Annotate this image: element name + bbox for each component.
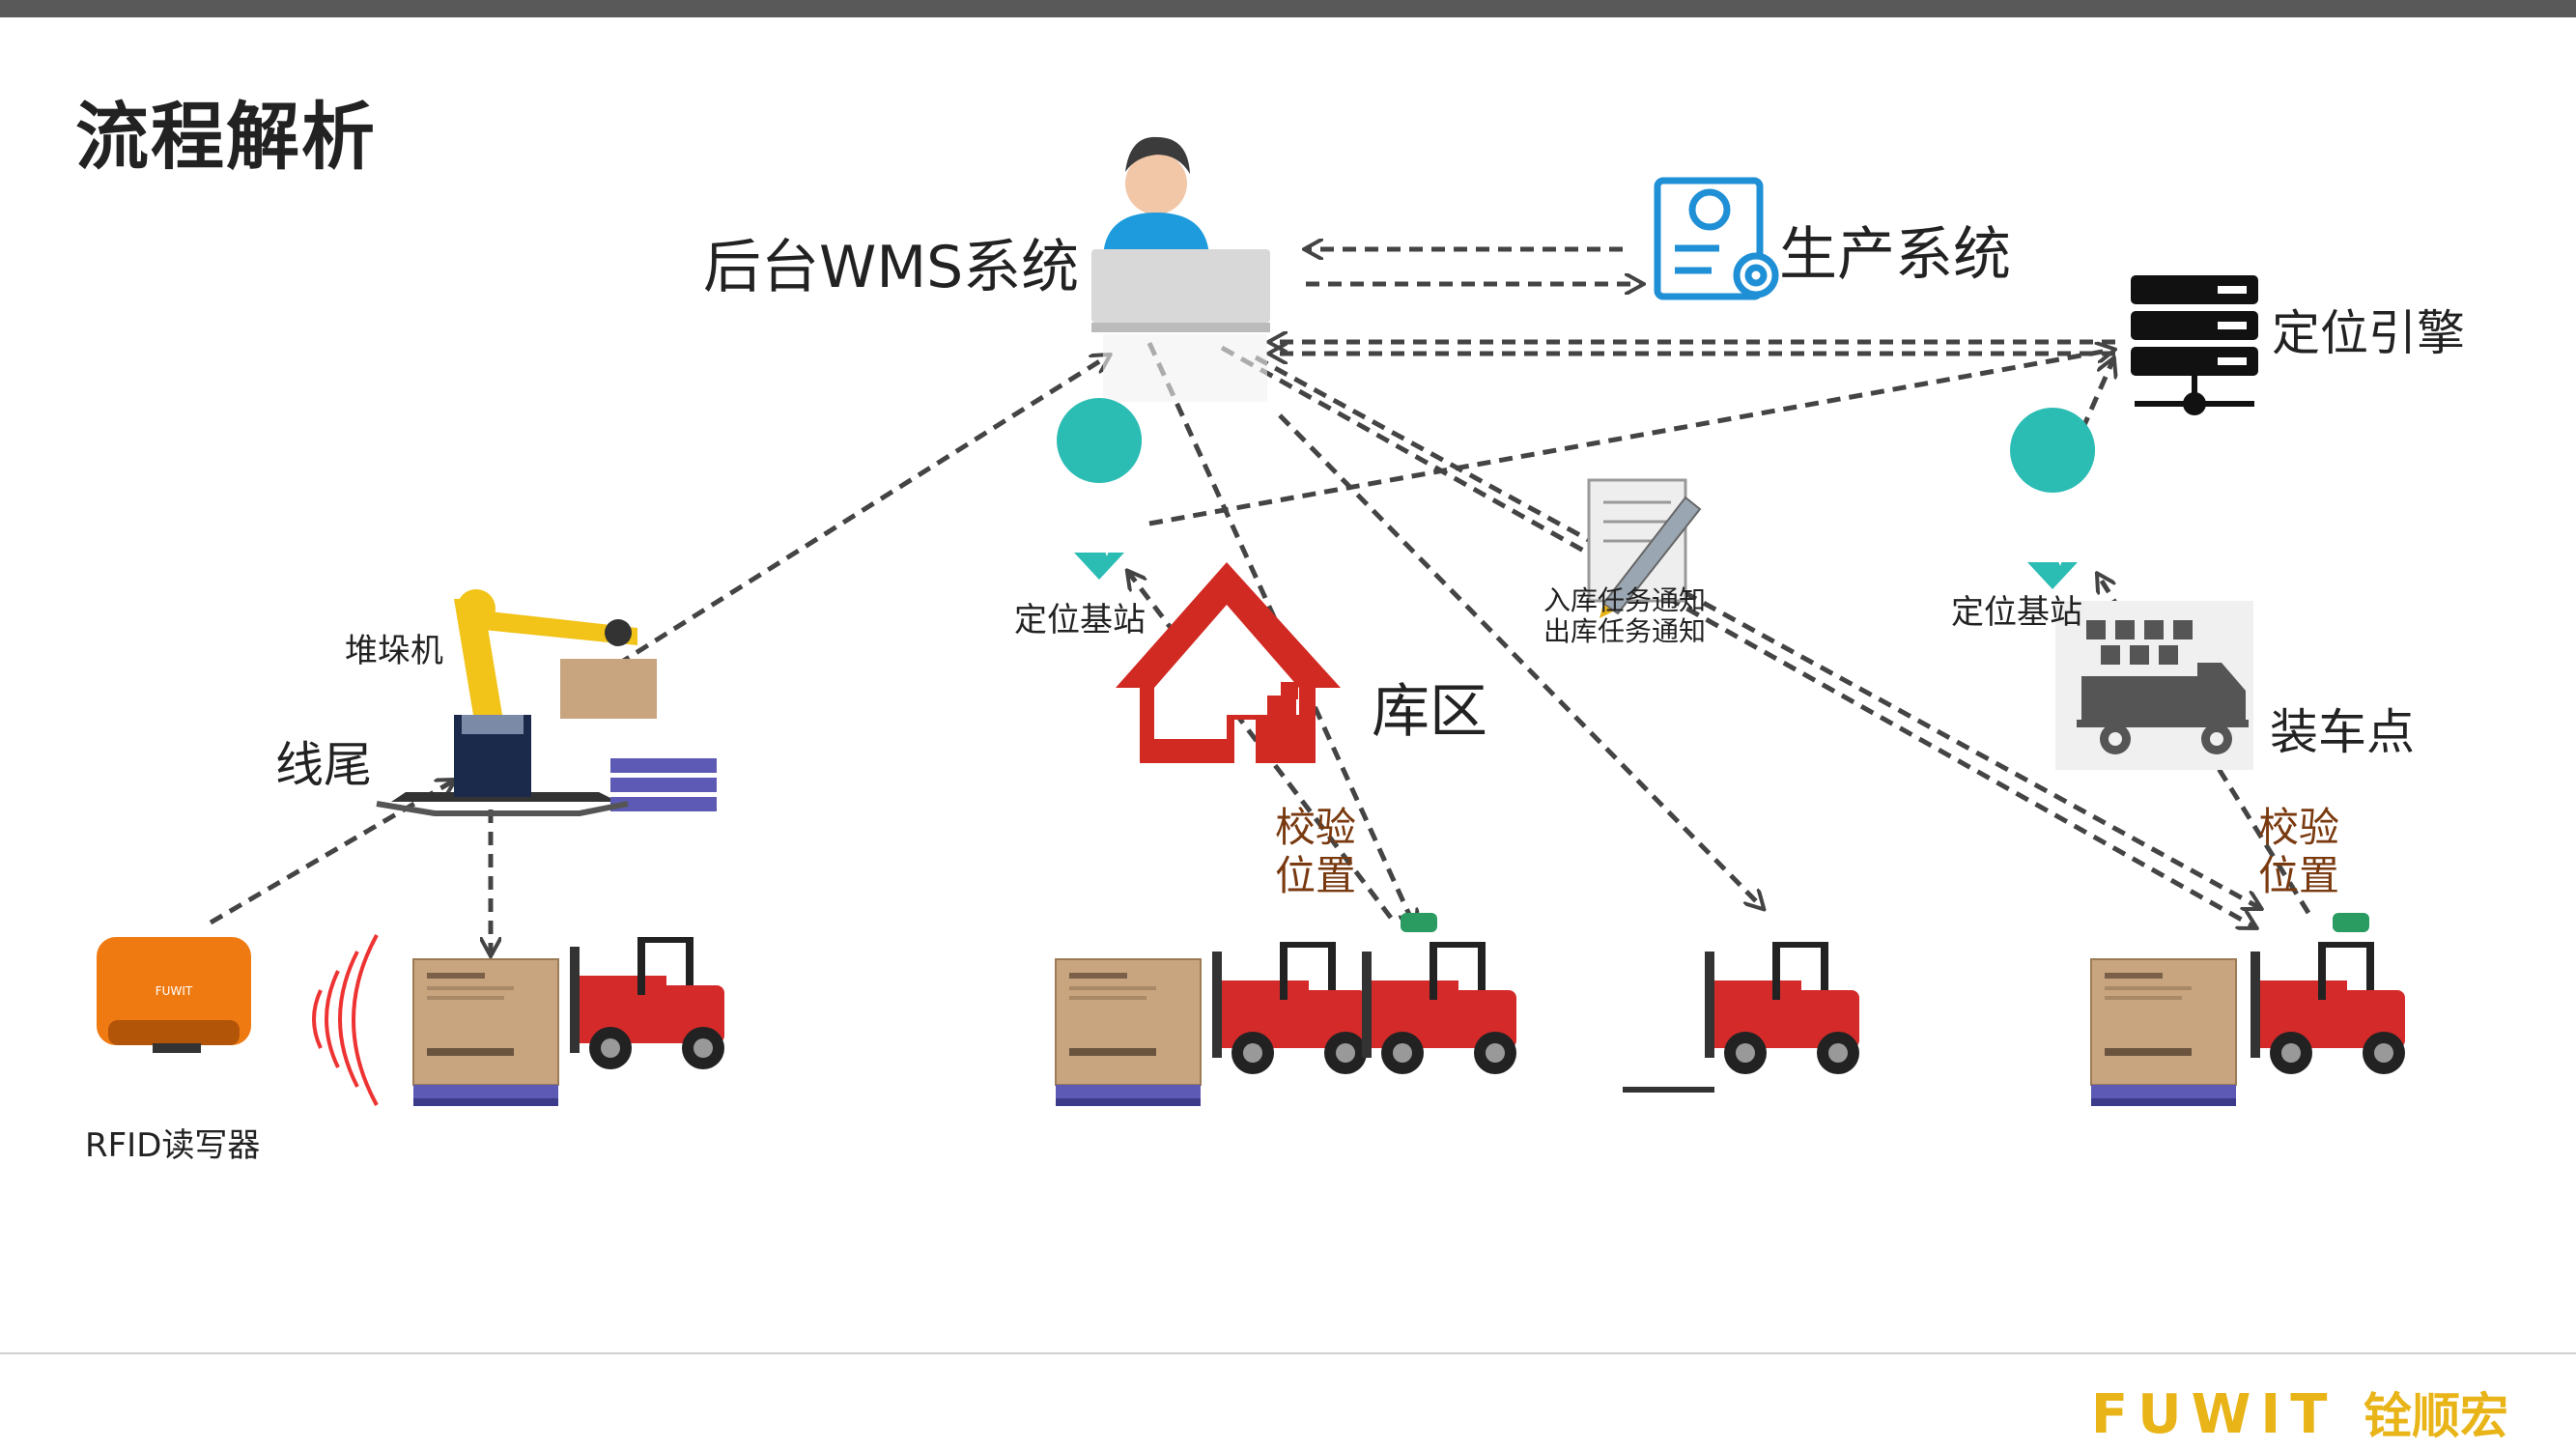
arrow-rfid-to-linetail (209, 781, 454, 925)
arrow-wms-to-loading-forklift-2 (1254, 355, 2260, 908)
forklift-icon (1055, 913, 1516, 1107)
base-station-label-2: 定位基站 (1951, 593, 2082, 632)
palletizer-label: 堆垛机 (345, 632, 443, 670)
rfid-reader-icon: FUWIT (97, 934, 379, 1106)
truck-icon (2055, 601, 2253, 770)
base-station-label-1: 定位基站 (1014, 601, 1146, 639)
check-position-line: 位置 (1275, 852, 1357, 899)
arrow-wms-to-loading-forklift-1 (1220, 345, 2255, 927)
forklift-icon (412, 937, 724, 1107)
production-system-label: 生产系统 (1779, 221, 2011, 289)
forklift-icon (2090, 913, 2405, 1107)
wms-label: 后台WMS系统 (703, 234, 1080, 301)
server-icon (2131, 275, 2258, 415)
warehouse-label: 库区 (1372, 678, 1487, 746)
page-title: 流程解析 (75, 94, 377, 180)
notice-document-icon (1587, 478, 1702, 618)
warehouse-icon (1116, 562, 1341, 763)
svg-text:FUWIT: FUWIT (156, 984, 193, 998)
arrow-wms-to-empty-forklift (1278, 413, 1763, 908)
top-bar (0, 0, 2576, 17)
check-position-label-1: 校验 位置 (1275, 804, 1356, 900)
brand-english: FUWIT (2090, 1383, 2337, 1446)
outbound-notice: 出库任务通知 (1543, 615, 1707, 647)
user-computer-icon (1091, 136, 1270, 402)
line-end-label: 线尾 (275, 737, 372, 793)
check-position-label-2: 校验 位置 (2258, 804, 2339, 900)
inbound-notice: 入库任务通知 (1543, 584, 1707, 616)
robot-arm-icon (376, 589, 717, 816)
positioning-engine-label: 定位引擎 (2272, 305, 2465, 361)
loading-point-label: 装车点 (2270, 704, 2415, 760)
location-pin-icon (2010, 408, 2096, 589)
footer-divider (0, 1352, 2576, 1354)
arrow-station1-to-engine (1148, 350, 2113, 526)
brand-chinese: 铨顺宏 (2364, 1388, 2508, 1444)
task-notice-label: 入库任务通知 出库任务通知 (1543, 585, 1706, 647)
check-position-line: 位置 (2258, 852, 2340, 899)
forklift-icon (1623, 942, 1859, 1093)
location-pin-icon (1057, 398, 1143, 580)
check-position-line: 校验 (2258, 804, 2340, 851)
rfid-reader-label: RFID读写器 (85, 1126, 261, 1165)
document-gear-icon (1654, 177, 1779, 300)
arrow-linetail-to-wms (597, 355, 1109, 679)
brand-logo: FUWIT 铨顺宏 (2091, 1378, 2508, 1447)
check-position-line: 校验 (1275, 804, 1357, 851)
